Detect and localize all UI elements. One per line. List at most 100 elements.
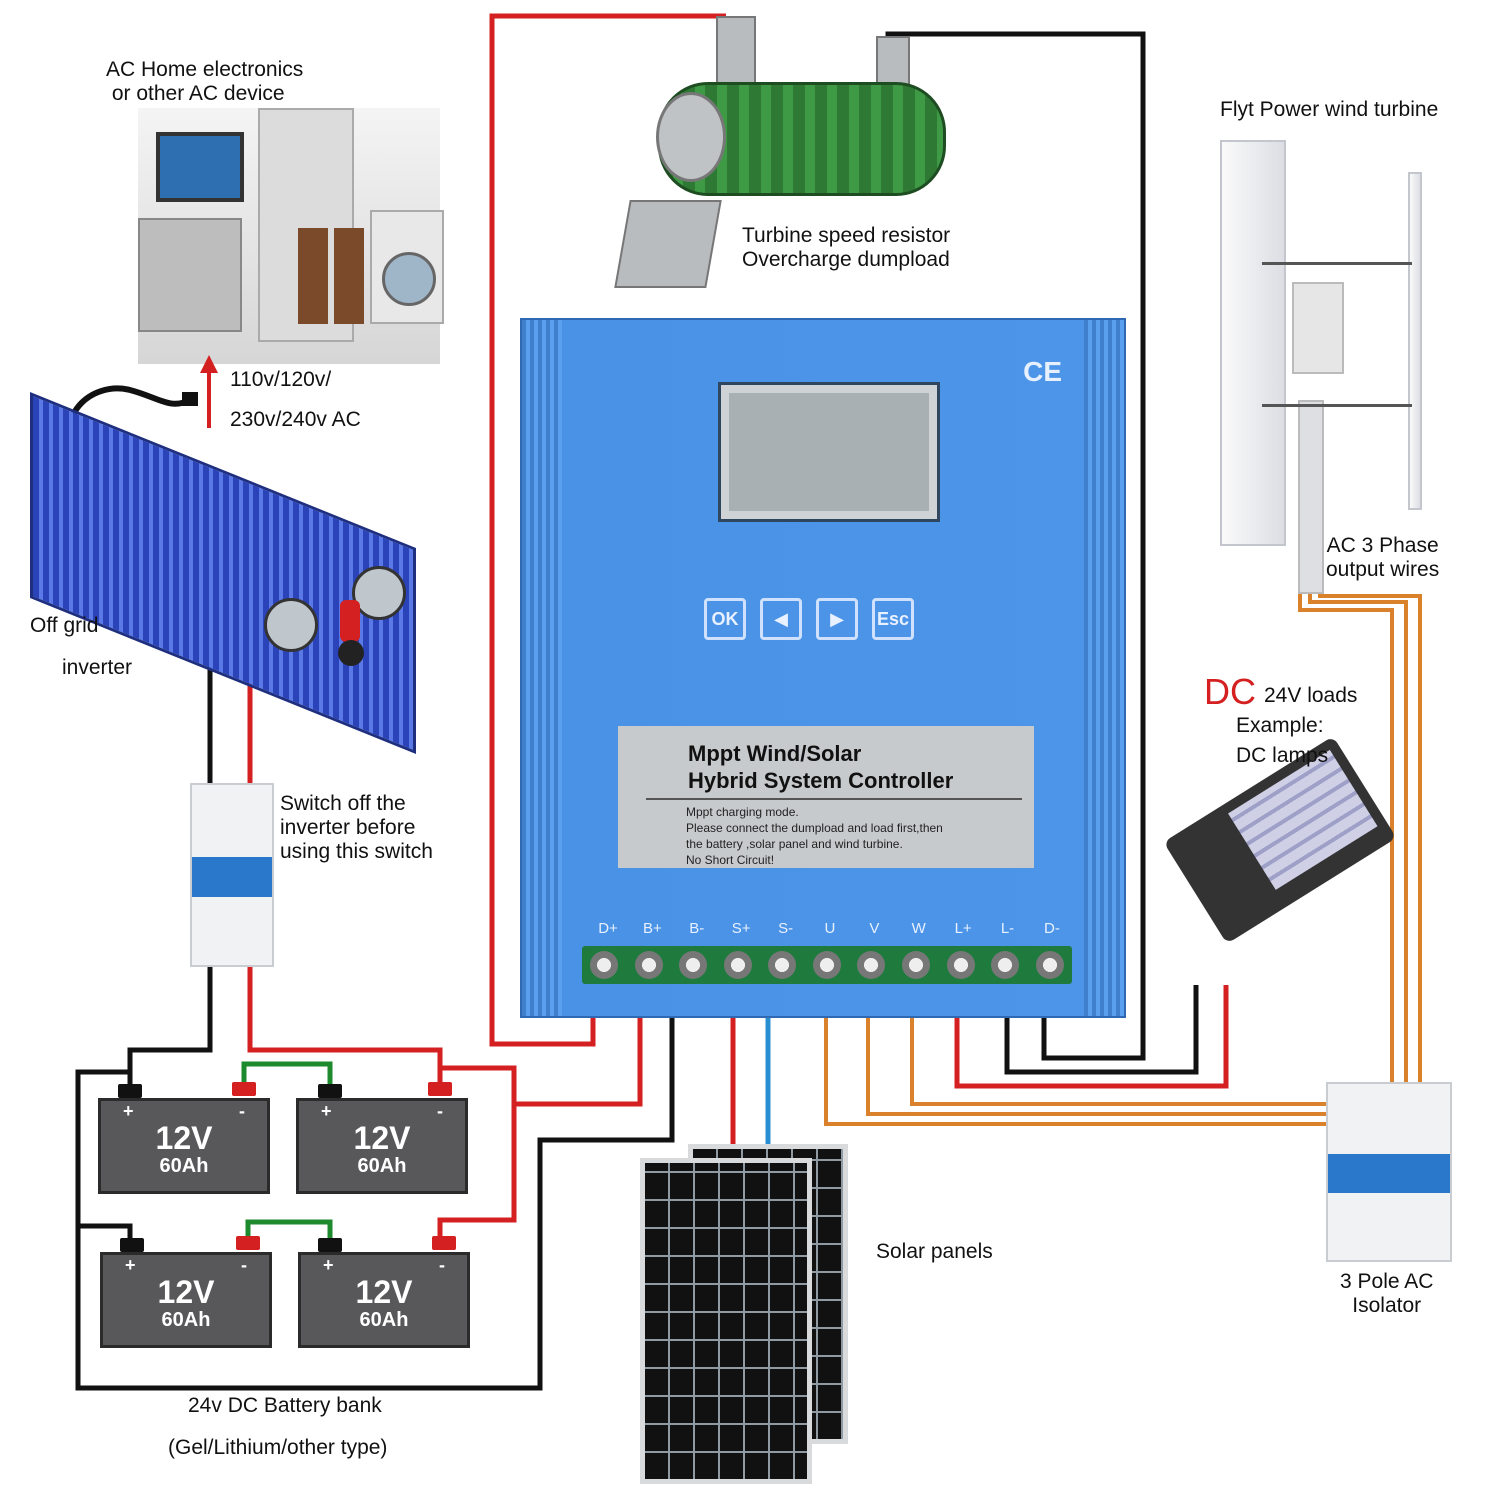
fan-icon <box>264 598 318 652</box>
wire-phase-u <box>824 1018 1326 1126</box>
resistor-endcap <box>656 92 726 182</box>
battery-minus: - <box>241 1255 247 1275</box>
battery-plus: + <box>321 1101 332 1121</box>
wire-dump-positive <box>489 13 726 1047</box>
battery-minus: - <box>439 1255 445 1275</box>
turbine-blade <box>1220 140 1286 546</box>
solar-panel <box>640 1158 812 1484</box>
battery-voltage: 12V <box>355 1274 413 1310</box>
speaker-icon <box>334 228 364 324</box>
battery-capacity: 60Ah <box>161 1309 211 1331</box>
label-switch-note: Switch off the inverter before using thi… <box>280 792 433 863</box>
tv-icon <box>156 132 244 202</box>
battery-terminal-positive <box>428 1082 452 1096</box>
dc-breaker-2pole[interactable] <box>190 783 274 967</box>
terminal-block <box>582 946 1072 984</box>
esc-button[interactable]: Esc <box>872 598 914 640</box>
label-ac-voltage-2: 230v/240v AC <box>230 408 361 431</box>
terminal-screw[interactable] <box>901 951 930 979</box>
label-dc-big: DC <box>1204 671 1256 712</box>
ok-button[interactable]: OK <box>704 598 746 640</box>
battery-terminal-negative <box>318 1084 342 1098</box>
terminal-label-s-minus: S- <box>778 920 794 937</box>
wire-turbine-1 <box>1298 590 1394 1084</box>
terminal-label-d-plus: D+ <box>598 920 618 937</box>
turbine-generator <box>1292 282 1344 374</box>
wire-bank-negative-2 <box>78 1223 133 1240</box>
battery-terminal-negative <box>120 1238 144 1252</box>
oven-icon <box>138 218 242 332</box>
wire-dump-negative <box>885 31 1146 1061</box>
terminal-screw[interactable] <box>1035 951 1064 979</box>
wire-phase-w <box>910 1018 1326 1106</box>
terminal-screw[interactable] <box>679 951 708 979</box>
lcd-display <box>718 382 940 522</box>
turbine-pole <box>1298 400 1324 594</box>
label-ac-voltage-1: 110v/120v/ <box>230 368 332 391</box>
label-ac-home: AC Home electronics or other AC device <box>106 58 304 105</box>
battery-1: + - 12V 60Ah <box>98 1098 270 1194</box>
terminal-screw[interactable] <box>723 951 752 979</box>
wire-bank-positive <box>440 1018 643 1107</box>
wire-bank-positive-2 <box>437 1104 517 1240</box>
battery-terminal-negative <box>118 1084 142 1098</box>
terminal-label-l-plus: L+ <box>954 920 972 937</box>
turbine-blade <box>1408 172 1422 510</box>
ac-isolator-3pole[interactable] <box>1326 1082 1452 1262</box>
right-button[interactable]: ▶ <box>816 598 858 640</box>
battery-voltage: 12V <box>157 1274 215 1310</box>
ac-arrow-shaft <box>207 372 211 428</box>
washer-icon <box>370 210 444 324</box>
battery-plus: + <box>125 1255 136 1275</box>
battery-voltage: 12V <box>353 1120 411 1156</box>
label-inverter-1: Off grid <box>30 614 99 637</box>
battery-terminal-positive <box>432 1236 456 1250</box>
battery-terminal-positive <box>232 1082 256 1096</box>
wire-switch-positive <box>247 967 443 1085</box>
battery-capacity: 60Ah <box>357 1155 407 1177</box>
battery-plus: + <box>123 1101 134 1121</box>
terminal-label-b-minus: B- <box>689 920 705 937</box>
terminal-screw[interactable] <box>768 951 797 979</box>
label-dc-loads-3: DC lamps <box>1236 744 1329 767</box>
label-dc-loads-2: Example: <box>1236 714 1324 737</box>
terminal-screw[interactable] <box>946 951 975 979</box>
turbine-arm <box>1262 262 1412 265</box>
terminal-screw[interactable] <box>634 951 663 979</box>
speaker-icon <box>298 228 328 324</box>
battery-capacity: 60Ah <box>359 1309 409 1331</box>
controller-nameplate: Mppt Wind/Solar Hybrid System Controller… <box>618 726 1034 868</box>
inverter-negative-terminal <box>338 640 364 666</box>
battery-capacity: 60Ah <box>159 1155 209 1177</box>
label-inverter-2: inverter <box>62 656 133 679</box>
controller-title: Mppt Wind/Solar Hybrid System Controller <box>688 741 954 793</box>
hybrid-controller: CE OK ◀ ▶ Esc Mppt Wind/Solar Hybrid Sys… <box>520 318 1126 1018</box>
left-button[interactable]: ◀ <box>760 598 802 640</box>
wire-load-negative <box>1004 985 1199 1075</box>
label-battery-bank-2: (Gel/Lithium/other type) <box>168 1436 388 1459</box>
fan-icon <box>352 566 406 620</box>
turbine-arm <box>1262 404 1412 407</box>
wire-turbine-2 <box>1308 590 1408 1084</box>
terminal-screw[interactable] <box>812 951 841 979</box>
terminal-screw[interactable] <box>590 951 619 979</box>
label-dc-loads-1: 24V loads <box>1264 684 1358 707</box>
battery-2: + - 12V 60Ah <box>296 1098 468 1194</box>
terminal-label-s-plus: S+ <box>731 920 751 937</box>
resistor-bracket <box>614 200 722 288</box>
terminal-labels: D+ B+ B- S+ S- U V W L+ L- D- <box>590 920 1070 937</box>
wire-switch-negative <box>127 967 213 1088</box>
controller-buttons: OK ◀ ▶ Esc <box>704 598 914 640</box>
battery-3: + - 12V 60Ah <box>100 1252 272 1348</box>
battery-terminal-positive <box>236 1236 260 1250</box>
terminal-screw[interactable] <box>857 951 886 979</box>
battery-minus: - <box>239 1101 245 1121</box>
battery-terminal-negative <box>318 1238 342 1252</box>
ac-arrow-icon <box>200 355 218 373</box>
terminal-screw[interactable] <box>991 951 1020 979</box>
controller-instructions: Mppt charging mode. Please connect the d… <box>686 805 943 867</box>
label-isolator: 3 Pole AC Isolator <box>1340 1270 1434 1317</box>
terminal-label-v: V <box>869 920 880 937</box>
battery-minus: - <box>437 1101 443 1121</box>
battery-voltage: 12V <box>155 1120 213 1156</box>
